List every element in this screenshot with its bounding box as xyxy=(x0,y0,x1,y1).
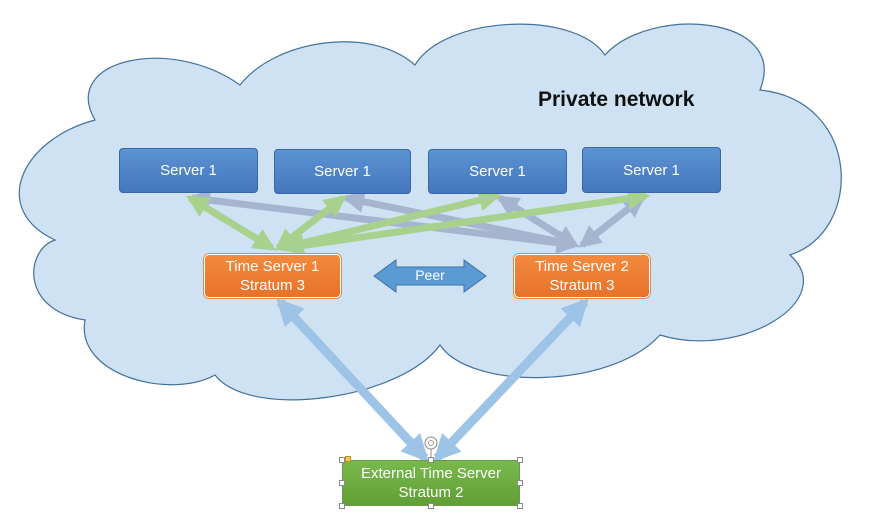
external-server-name: External Time Server xyxy=(360,465,502,482)
server-box-3[interactable]: Server 1 xyxy=(428,149,567,194)
resize-handle-bottom[interactable] xyxy=(428,503,434,509)
server-box-1[interactable]: Server 1 xyxy=(119,148,258,193)
server-label: Server 1 xyxy=(314,163,371,180)
peer-arrow xyxy=(373,259,487,293)
server-label: Server 1 xyxy=(469,163,526,180)
diagram-title: Private network xyxy=(538,88,695,111)
arrow-ts1-server1 xyxy=(186,195,276,251)
resize-handle-bottom-left[interactable] xyxy=(339,503,345,509)
rotation-handle[interactable] xyxy=(424,436,438,450)
resize-handle-left[interactable] xyxy=(339,480,345,486)
arrow-external-ts2 xyxy=(433,298,589,462)
time-server-name: Time Server 1 xyxy=(225,258,320,275)
arrow-external-ts1 xyxy=(276,298,429,462)
time-server-1-box[interactable]: Time Server 1 Stratum 3 xyxy=(204,254,341,298)
time-server-stratum: Stratum 3 xyxy=(239,277,306,294)
arrow-ts1-server4 xyxy=(281,187,651,257)
time-server-name: Time Server 2 xyxy=(535,258,629,275)
resize-handle-top[interactable] xyxy=(428,457,434,463)
external-server-stratum: Stratum 2 xyxy=(398,484,464,501)
resize-handle-bottom-right[interactable] xyxy=(517,503,523,509)
server-box-4[interactable]: Server 1 xyxy=(582,147,721,193)
server-label: Server 1 xyxy=(160,162,217,179)
resize-handle-top-left[interactable] xyxy=(339,457,345,463)
server-label: Server 1 xyxy=(623,161,680,179)
time-server-2-box[interactable]: Time Server 2 Stratum 3 xyxy=(514,254,650,298)
rotation-handle-inner xyxy=(428,440,434,446)
resize-handle-top-right[interactable] xyxy=(517,457,523,463)
time-server-stratum: Stratum 3 xyxy=(549,277,615,294)
external-time-server-box[interactable]: External Time Server Stratum 2 xyxy=(342,460,520,506)
adjust-handle[interactable] xyxy=(345,456,351,462)
resize-handle-right[interactable] xyxy=(517,480,523,486)
peer-label: Peer xyxy=(415,267,445,283)
server-box-2[interactable]: Server 1 xyxy=(274,149,411,194)
